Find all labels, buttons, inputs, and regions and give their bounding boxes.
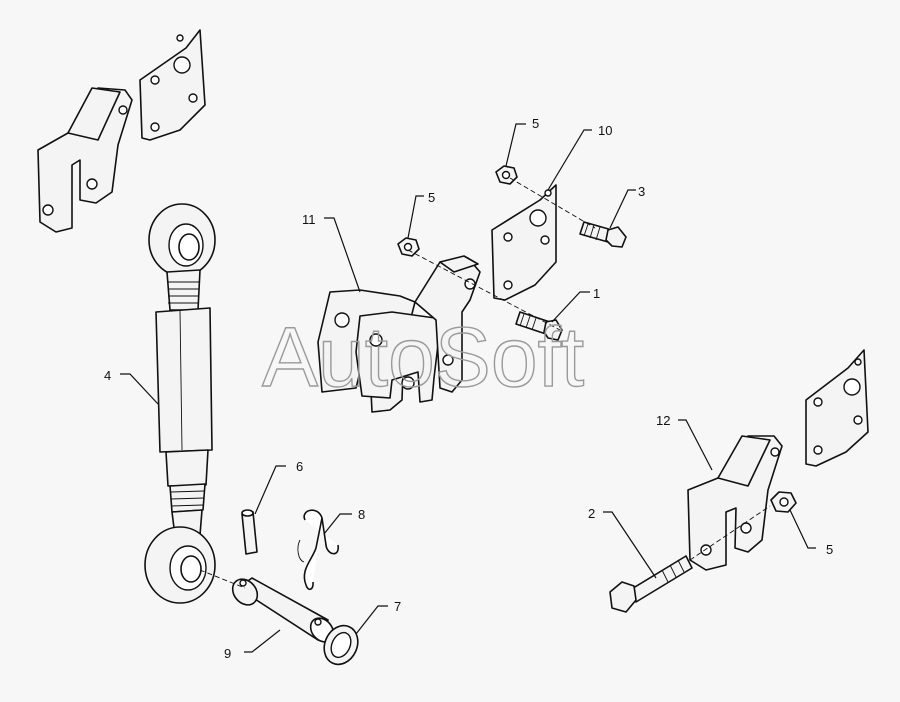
leader-9 — [244, 629, 281, 653]
callout-9: 9 — [224, 646, 231, 661]
leader-8 — [323, 513, 352, 535]
clevis-pin — [231, 577, 335, 643]
callout-5c: 5 — [826, 542, 833, 557]
callout-12: 12 — [656, 413, 670, 428]
leader-7 — [355, 605, 388, 635]
callout-5b: 5 — [532, 116, 539, 131]
bolt-long — [609, 555, 693, 613]
leader-2 — [603, 511, 657, 579]
callout-8: 8 — [358, 507, 365, 522]
bolt-short — [515, 311, 563, 341]
right-mounting-plate — [805, 349, 869, 467]
right-clevis-bracket — [687, 435, 783, 571]
assembly-axis-pin — [199, 569, 246, 589]
assembly-axis-upper — [509, 177, 596, 229]
leader-5b — [505, 123, 526, 167]
callout-4: 4 — [104, 368, 111, 383]
upper-left-mounting-plate — [139, 29, 206, 141]
leader-12 — [678, 419, 713, 471]
bolt-upper — [579, 221, 627, 248]
top-link-turnbuckle — [144, 203, 216, 604]
watermark-text: AutoSoft — [262, 310, 584, 404]
leader-5a — [407, 195, 424, 239]
callout-1: 1 — [593, 286, 600, 301]
callout-2: 2 — [588, 506, 595, 521]
leader-6 — [254, 465, 286, 515]
leader-1 — [551, 291, 590, 323]
center-mounting-plate — [491, 184, 557, 301]
callout-3: 3 — [638, 184, 645, 199]
callout-5a: 5 — [428, 190, 435, 205]
callout-7: 7 — [394, 599, 401, 614]
r-clip — [297, 509, 339, 591]
roll-pin — [241, 509, 258, 555]
leader-11 — [324, 217, 361, 293]
upper-left-clevis-bracket — [37, 87, 133, 233]
hex-nut-center — [397, 237, 420, 257]
hex-nut-right — [770, 491, 797, 513]
flat-washer — [323, 624, 359, 666]
callout-6: 6 — [296, 459, 303, 474]
leader-5c — [789, 509, 816, 549]
assembly-axis-center — [407, 249, 561, 331]
hex-nut-upper — [495, 165, 518, 185]
callout-11: 11 — [302, 212, 316, 227]
leader-10 — [547, 129, 592, 191]
center-clevis-bracket — [317, 255, 481, 413]
assembly-axis-right — [689, 505, 771, 561]
callout-10: 10 — [598, 123, 612, 138]
leader-3 — [609, 189, 636, 229]
leader-4 — [120, 373, 159, 405]
